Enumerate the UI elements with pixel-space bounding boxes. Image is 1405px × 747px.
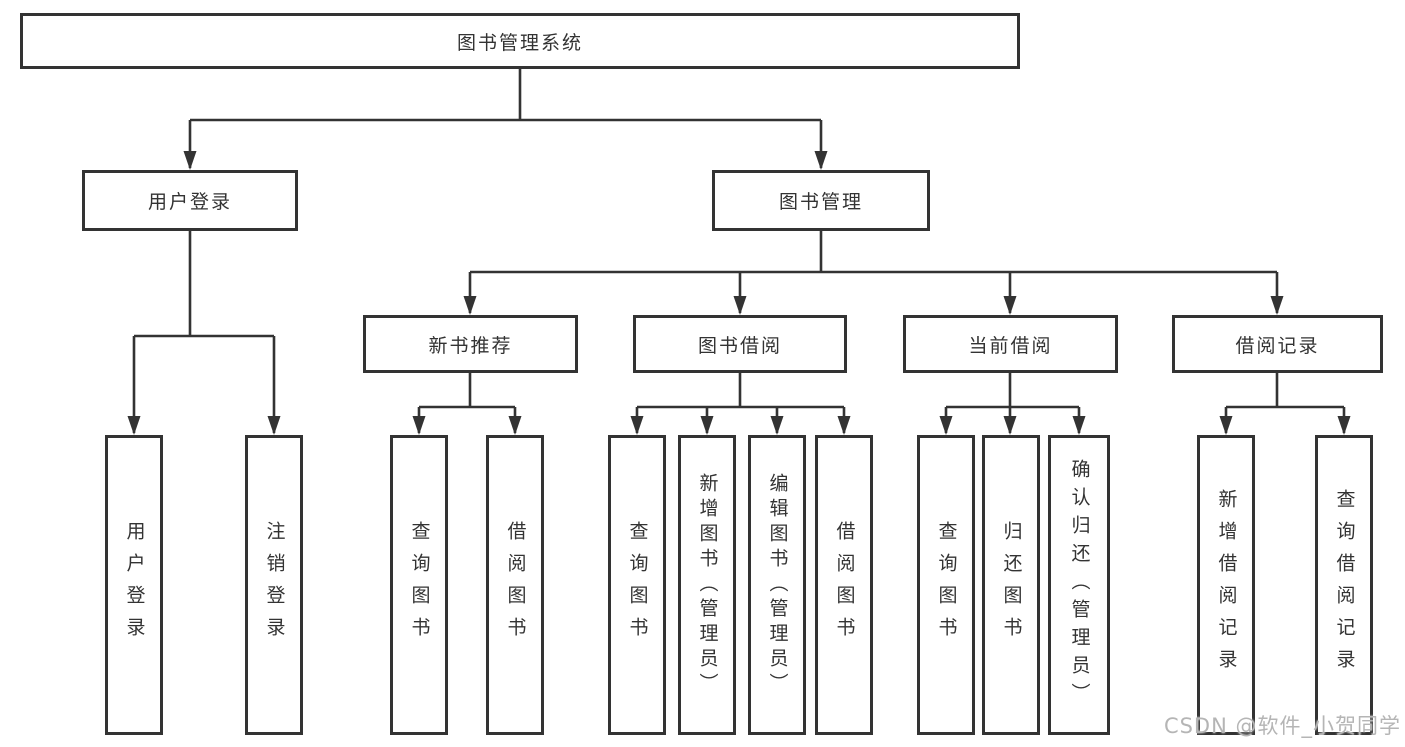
node-return-book: 归还图书: [982, 435, 1040, 735]
arrow-down-icon: [939, 416, 953, 435]
leaf-label: 新增借阅记录: [1215, 489, 1238, 681]
node-label: 图书管理: [778, 191, 863, 213]
arrow-down-icon: [127, 416, 141, 435]
node-new-book-recommend: 新书推荐: [363, 315, 578, 373]
leaf-label: 新增图书（管理员）: [696, 472, 719, 698]
node-book-management: 图书管理: [712, 170, 930, 231]
arrow-down-icon: [1219, 416, 1233, 435]
leaf-label: 用户登录: [123, 521, 146, 649]
tree-edges: [132, 69, 1346, 433]
node-root: 图书管理系统: [20, 13, 1020, 69]
arrow-down-icon: [733, 296, 747, 315]
node-user-login-leaf: 用户登录: [105, 435, 163, 735]
node-borrow-books-borrowing: 借阅图书: [815, 435, 873, 735]
arrow-down-icon: [267, 416, 281, 435]
arrow-down-icon: [1337, 416, 1351, 435]
node-label: 借阅记录: [1235, 334, 1320, 357]
node-query-books-borrowing: 查询图书: [608, 435, 666, 735]
arrow-down-icon: [1003, 416, 1017, 435]
arrow-down-icon: [770, 416, 784, 435]
arrow-down-icon: [508, 416, 522, 435]
node-add-book-admin: 新增图书（管理员）: [678, 435, 736, 735]
leaf-label: 查询图书: [935, 521, 958, 649]
node-confirm-return-admin: 确认归还（管理员）: [1048, 435, 1110, 735]
arrow-down-icon: [463, 296, 477, 315]
leaf-label: 注销登录: [263, 521, 286, 649]
leaf-label: 查询图书: [626, 521, 649, 649]
arrow-down-icon: [630, 416, 644, 435]
node-user-login: 用户登录: [82, 170, 298, 231]
arrow-down-icon: [1003, 296, 1017, 315]
leaf-label: 查询借阅记录: [1333, 489, 1356, 681]
node-edit-book-admin: 编辑图书（管理员）: [748, 435, 806, 735]
node-current-borrowing: 当前借阅: [903, 315, 1118, 373]
node-book-borrowing: 图书借阅: [633, 315, 847, 373]
arrow-down-icon: [412, 416, 426, 435]
arrow-down-icon: [1072, 416, 1086, 435]
node-label: 新书推荐: [428, 334, 513, 357]
arrow-down-icon: [183, 151, 197, 170]
node-query-borrow-record: 查询借阅记录: [1315, 435, 1373, 735]
node-logout-leaf: 注销登录: [245, 435, 303, 735]
node-query-books-current: 查询图书: [917, 435, 975, 735]
leaf-label: 确认归还（管理员）: [1068, 459, 1091, 711]
node-label: 用户登录: [147, 191, 232, 213]
leaf-label: 编辑图书（管理员）: [766, 472, 789, 698]
leaf-label: 借阅图书: [833, 521, 856, 649]
leaf-label: 查询图书: [408, 521, 431, 649]
arrow-down-icon: [1270, 296, 1284, 315]
node-borrowing-records: 借阅记录: [1172, 315, 1383, 373]
arrowheads: [127, 151, 1351, 435]
arrow-down-icon: [700, 416, 714, 435]
node-label: 图书管理系统: [456, 31, 583, 54]
node-label: 图书借阅: [697, 334, 782, 357]
arrow-down-icon: [837, 416, 851, 435]
leaf-label: 归还图书: [1000, 521, 1023, 649]
arrow-down-icon: [814, 151, 828, 170]
leaf-label: 借阅图书: [504, 521, 527, 649]
node-query-books-recommend: 查询图书: [390, 435, 448, 735]
node-label: 当前借阅: [968, 334, 1053, 357]
csdn-watermark: CSDN @软件_小贺同学: [1163, 714, 1401, 738]
node-add-borrow-record: 新增借阅记录: [1197, 435, 1255, 735]
node-borrow-books-recommend: 借阅图书: [486, 435, 544, 735]
